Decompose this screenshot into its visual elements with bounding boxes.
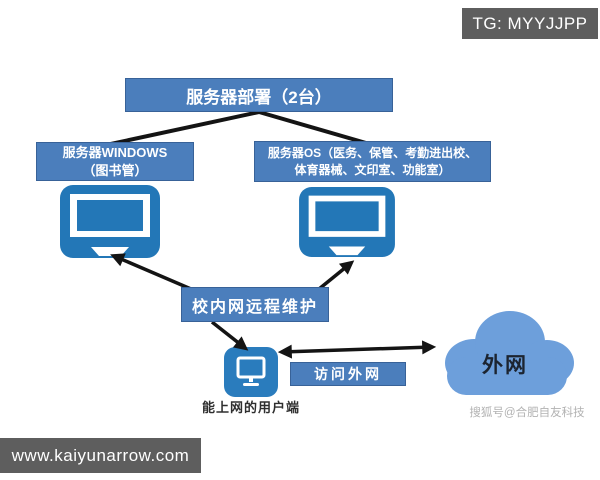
client-terminal-label: 能上网的用户端	[201, 400, 300, 415]
box-server-windows: 服务器WINDOWS （图书管）	[36, 142, 194, 181]
arrow-client-to-cloud	[277, 340, 437, 359]
cloud-icon	[445, 311, 574, 395]
arrow-maintenance-to-left-monitor	[110, 253, 192, 291]
tg-watermark-badge: TG: MYYJJPP	[462, 8, 598, 39]
box-server-os-line1: 服务器OS（医务、保管、考勤进出校、	[267, 145, 478, 160]
box-server-windows-line2: （图书管）	[82, 162, 148, 178]
sohu-watermark: 搜狐号@合肥自友科技	[469, 407, 585, 419]
client-terminal-icon	[224, 347, 278, 397]
arrow-maintenance-to-right-monitor	[317, 260, 355, 291]
box-server-os: 服务器OS（医务、保管、考勤进出校、 体育器械、文印室、功能室）	[254, 141, 491, 182]
arrow-maintenance-to-client	[210, 320, 249, 351]
box-campus-network-maintenance: 校内网远程维护	[181, 287, 329, 322]
monitor-icon-right	[299, 187, 395, 257]
line-top-to-right-box	[258, 110, 374, 147]
box-server-windows-line1: 服务器WINDOWS	[62, 144, 168, 160]
monitor-icon-left	[60, 185, 160, 258]
website-watermark: www.kaiyunarrow.com	[0, 438, 201, 473]
line-top-to-left-box	[105, 110, 260, 147]
access-external-network-label: 访问外网	[290, 362, 406, 386]
box-server-deployment: 服务器部署（2台）	[125, 78, 393, 112]
box-server-os-line2: 体育器械、文印室、功能室）	[294, 162, 451, 177]
cloud-label: 外网	[482, 354, 528, 377]
